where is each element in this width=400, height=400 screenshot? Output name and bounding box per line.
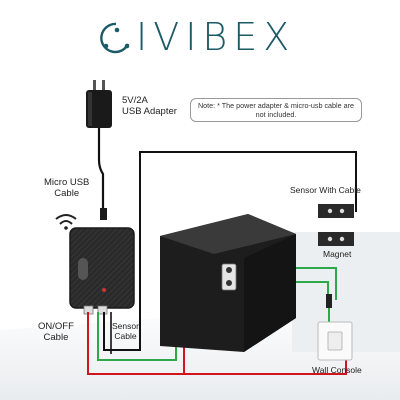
micro-usb-wire [97,128,105,208]
door-sensor [318,204,354,218]
brand-logo-icon [100,22,130,54]
controller-device [69,227,135,315]
wifi-icon [55,214,77,230]
sensor-cable-label: Sensor Cable [112,321,139,342]
console-connector [326,294,332,308]
sensor-cable-label-line2: Cable [114,330,137,341]
onoff-cable-label: ON/OFF Cable [38,321,74,344]
note-box: Note: * The power adapter & micro-usb ca… [190,98,362,122]
usb-adapter [86,80,112,128]
wall-console-label: Wall Console [312,365,362,375]
onoff-label-line1: ON/OFF [38,321,74,332]
brand-logo: IVIBEX [88,14,295,60]
usb-adapter-label-line1: 5V/2A [122,95,148,106]
micro-usb-label-line2: Cable [54,187,80,199]
brand-name: IVIBEX [136,15,296,59]
garage-opener [160,214,296,352]
magnet-label: Magnet [323,249,352,259]
micro-usb-label-line1: Micro USB [44,177,90,188]
sensor-black-wire [103,151,357,351]
magnet [318,232,354,246]
note-text: Note: * The power adapter & micro-usb ca… [197,101,355,119]
usb-adapter-label: 5V/2A USB Adapter [122,95,177,118]
micro-usb-label: Micro USB Cable [44,177,90,200]
sensor-cable-label-line1: Sensor [112,321,139,331]
sensor-with-cable-label: Sensor With Cable [290,185,361,195]
micro-usb-plug [100,208,107,220]
usb-adapter-label-line2: USB Adapter [122,105,177,117]
onoff-label-line2: Cable [43,331,69,343]
wall-console [317,321,353,361]
